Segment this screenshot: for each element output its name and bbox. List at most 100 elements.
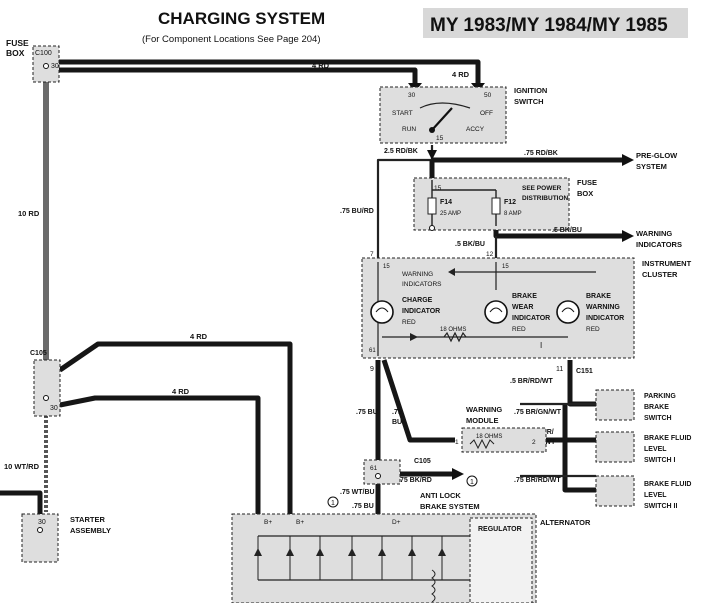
- svg-text:SWITCH I: SWITCH I: [644, 457, 676, 464]
- svg-text:WARNING: WARNING: [402, 271, 433, 278]
- wire-starter: [0, 490, 43, 515]
- svg-text:F14: F14: [440, 199, 452, 206]
- svg-text:18 OHMS: 18 OHMS: [476, 434, 502, 440]
- wire-label-25rdbk: 2.5 RD/BK: [384, 148, 418, 155]
- svg-text:B+: B+: [296, 519, 304, 526]
- svg-text:1: 1: [331, 500, 335, 507]
- svg-text:BOX: BOX: [6, 48, 25, 58]
- svg-text:INSTRUMENT: INSTRUMENT: [642, 259, 692, 268]
- svg-text:7: 7: [370, 251, 374, 258]
- wire-label-brgnwt: .75 BR/GN/WT: [514, 409, 562, 416]
- brake-fluid-level-switch-2: BRAKE FLUID LEVEL SWITCH II: [595, 475, 691, 510]
- svg-text:61: 61: [370, 465, 378, 472]
- wire-label-10rd: 10 RD: [18, 209, 40, 218]
- svg-text:CHARGE: CHARGE: [402, 297, 433, 304]
- svg-text:ASSEMBLY: ASSEMBLY: [70, 526, 111, 535]
- svg-text:11: 11: [556, 366, 563, 373]
- model-years: MY 1983/MY 1984/MY 1985: [430, 15, 668, 36]
- svg-text:ACCY: ACCY: [466, 126, 485, 133]
- svg-text:SYSTEM: SYSTEM: [636, 162, 667, 171]
- wire-4rd-b: [58, 59, 481, 90]
- svg-text:I: I: [540, 341, 542, 350]
- wire-label-brrdwt: .5 BR/RD/WT: [510, 378, 554, 385]
- svg-text:BRAKE: BRAKE: [644, 404, 669, 411]
- svg-text:OFF: OFF: [480, 110, 493, 117]
- wire-brrdwt: [567, 360, 596, 407]
- warning-module: WARNING MODULE 1 2 18 OHMS: [455, 405, 547, 453]
- ignition-switch: 30 50 15 START OFF RUN ACCY IGNITION SWI…: [379, 86, 547, 144]
- svg-text:RED: RED: [512, 326, 526, 333]
- svg-text:15: 15: [383, 264, 390, 270]
- wire-75bu-b: [381, 359, 455, 443]
- svg-text:RUN: RUN: [402, 126, 416, 133]
- svg-text:RED: RED: [586, 326, 600, 333]
- svg-text:C100: C100: [35, 50, 52, 57]
- svg-text:INDICATORS: INDICATORS: [402, 281, 442, 288]
- svg-text:SWITCH II: SWITCH II: [644, 503, 677, 510]
- note-circle-1a: [466, 475, 478, 487]
- starter-assembly: 30 STARTER ASSEMBLY: [21, 513, 111, 563]
- svg-text:INDICATORS: INDICATORS: [636, 240, 682, 249]
- page-subtitle: (For Component Locations See Page 204): [142, 34, 321, 45]
- svg-text:FUSE: FUSE: [6, 38, 29, 48]
- svg-text:WARNING: WARNING: [586, 304, 620, 311]
- svg-text:RED: RED: [402, 319, 416, 326]
- svg-text:15: 15: [502, 264, 509, 270]
- wire-label-4rd-c: 4 RD: [190, 332, 208, 341]
- svg-text:MODULE: MODULE: [466, 416, 499, 425]
- model-years-banner: [423, 8, 688, 38]
- svg-text:BRAKE: BRAKE: [512, 293, 537, 300]
- wire-network: [0, 59, 634, 516]
- wire-label-wtbu: .75 WT/BU: [340, 489, 375, 496]
- svg-text:CLUSTER: CLUSTER: [642, 270, 678, 279]
- svg-text:30: 30: [408, 92, 416, 99]
- svg-text:SWITCH: SWITCH: [644, 415, 672, 422]
- svg-text:F12: F12: [504, 199, 516, 206]
- svg-text:START: START: [392, 110, 413, 117]
- page-title: CHARGING SYSTEM: [158, 9, 325, 28]
- svg-text:BOX: BOX: [577, 189, 593, 198]
- wire-label-4rd-b: 4 RD: [452, 70, 470, 79]
- fuse-f12: [491, 197, 501, 215]
- wire-label-bkrd: .75 BK/RD: [398, 477, 432, 484]
- svg-text:12: 12: [486, 251, 494, 258]
- brake-warning-lamp: [556, 300, 580, 324]
- svg-text:B+: B+: [264, 519, 272, 526]
- svg-text:REGULATOR: REGULATOR: [478, 526, 522, 533]
- svg-text:30: 30: [38, 519, 46, 526]
- svg-text:FUSE: FUSE: [577, 178, 597, 187]
- svg-text:SEE POWER: SEE POWER: [522, 185, 562, 192]
- svg-text:C105: C105: [30, 350, 47, 357]
- svg-text:2: 2: [532, 439, 536, 446]
- svg-text:D+: D+: [392, 519, 401, 526]
- wire-4rd-c105-lower: [59, 395, 261, 516]
- note-circle-1b: [327, 496, 339, 508]
- svg-text:WEAR: WEAR: [512, 304, 533, 311]
- wire-label-brrdwt2: .75 BR/RD/WT: [514, 477, 561, 484]
- svg-text:WARNING: WARNING: [466, 405, 502, 414]
- svg-text:PARKING: PARKING: [644, 393, 676, 400]
- svg-text:30: 30: [50, 405, 58, 412]
- wire-label-preglow: .75 RD/BK: [524, 150, 558, 157]
- svg-text:15: 15: [436, 135, 444, 142]
- parking-brake-switch: PARKING BRAKE SWITCH: [595, 389, 676, 422]
- brake-fluid-level-switch-1: BRAKE FLUID LEVEL SWITCH I: [595, 431, 691, 464]
- svg-text:30: 30: [51, 63, 59, 70]
- svg-text:ALTERNATOR: ALTERNATOR: [540, 518, 591, 527]
- wire-4rd-c105-upper: [58, 341, 293, 516]
- regulator: [469, 517, 533, 603]
- svg-text:ANTI LOCK: ANTI LOCK: [420, 491, 461, 500]
- svg-text:1: 1: [470, 479, 474, 486]
- svg-text:1: 1: [455, 439, 459, 446]
- svg-text:C105: C105: [414, 458, 431, 465]
- svg-text:LEVEL: LEVEL: [644, 446, 667, 453]
- connector-c105-left: C105 30: [30, 350, 61, 417]
- svg-text:SWITCH: SWITCH: [514, 97, 544, 106]
- svg-text:BRAKE: BRAKE: [586, 293, 611, 300]
- wire-label-75bu-bottom: .75 BU: [352, 503, 374, 510]
- wire-label-burd: .75 BU/RD: [340, 208, 374, 215]
- wire-label-75bu-b1: .75: [392, 409, 402, 416]
- wire-label-75bu-b2: BU: [392, 419, 402, 426]
- wire-4rd-a: [58, 67, 418, 90]
